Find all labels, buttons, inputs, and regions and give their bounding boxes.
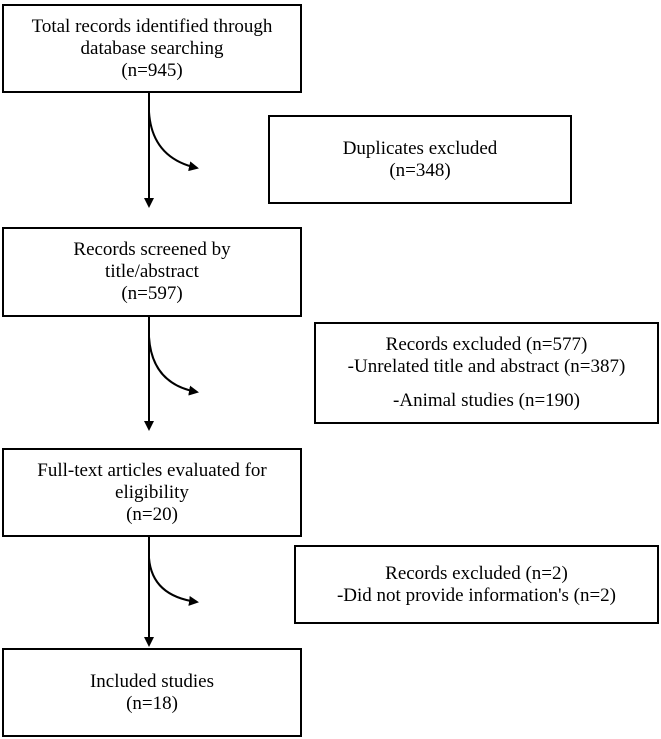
excluded-screen-line3: -Animal studies (n=190) <box>393 390 580 411</box>
screened-line2: title/abstract <box>105 261 199 282</box>
records-screened-box: Records screened by title/abstract (n=59… <box>2 227 302 317</box>
screened-count: (n=597) <box>121 283 183 304</box>
duplicates-line1: Duplicates excluded <box>342 137 498 159</box>
included-line1: Included studies <box>89 670 214 692</box>
included-count: (n=18) <box>126 692 178 714</box>
identified-line1: Total records identified through <box>31 15 273 37</box>
fulltext-line1: Full-text articles evaluated for <box>37 459 267 481</box>
branch-arrow-3 <box>148 557 199 606</box>
fulltext-count: (n=20) <box>126 503 178 525</box>
duplicates-excluded-box: Duplicates excluded (n=348) <box>268 115 572 204</box>
included-studies-box: Included studies (n=18) <box>2 648 302 737</box>
excluded-fulltext-line1: Records excluded (n=2) <box>385 562 568 584</box>
fulltext-evaluated-box: Full-text articles evaluated for eligibi… <box>2 448 302 537</box>
excluded-screen-line2: -Unrelated title and abstract (n=387) <box>347 356 626 377</box>
identified-line2: database searching <box>80 37 224 59</box>
fulltext-line2: eligibility <box>115 481 189 503</box>
records-excluded-screening-box: Records excluded (n=577) -Unrelated titl… <box>314 322 659 424</box>
excluded-screen-line1: Records excluded (n=577) <box>385 334 588 355</box>
records-excluded-fulltext-box: Records excluded (n=2) -Did not provide … <box>294 545 659 624</box>
screened-line1: Records screened by <box>73 239 231 260</box>
branch-arrow-1 <box>148 111 199 172</box>
records-identified-box: Total records identified through databas… <box>2 4 302 93</box>
duplicates-count: (n=348) <box>389 159 451 181</box>
excluded-fulltext-line2: -Did not provide information's (n=2) <box>336 584 617 606</box>
branch-arrow-2 <box>148 336 199 396</box>
identified-count: (n=945) <box>121 59 183 81</box>
